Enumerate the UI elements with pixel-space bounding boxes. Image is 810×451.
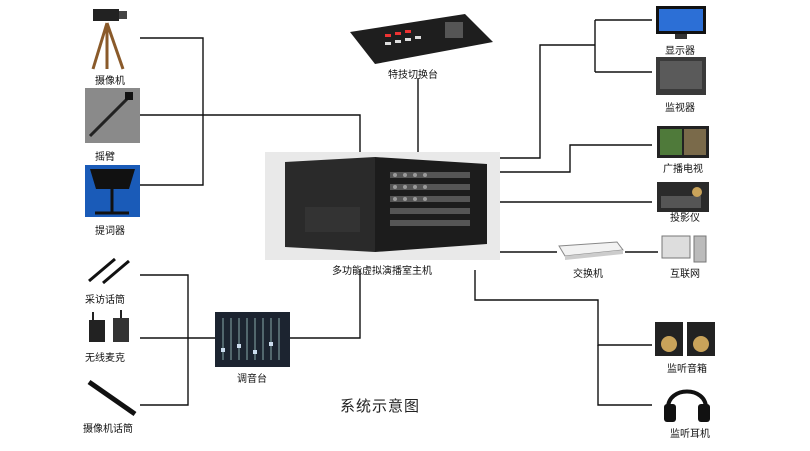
prompter-device: [85, 165, 140, 221]
prompter-icon: [85, 165, 140, 217]
wireless-mic-label: 无线麦克: [85, 353, 125, 364]
switcher-device: [345, 12, 495, 71]
network-switch-icon: [558, 241, 624, 260]
speakers-device: [655, 320, 717, 362]
camera-mic-label: 摄像机话筒: [83, 424, 133, 435]
internet-device: [660, 234, 710, 268]
diagram-title: 系统示意图: [340, 397, 421, 415]
broadcast-tv-icon: [657, 126, 709, 158]
monitor-device: [655, 56, 707, 100]
headphones-icon: [664, 389, 710, 422]
projector-icon: [657, 182, 709, 212]
jib-device: [85, 88, 140, 147]
display-device: [655, 5, 707, 44]
broadcast-tv-device: [657, 126, 709, 162]
computer-icon: [661, 235, 707, 263]
camera-mic-device: [85, 378, 140, 422]
interview-mic-device: [85, 255, 135, 289]
camera-tripod-icon: [91, 9, 127, 70]
wireless-mic-device: [85, 310, 135, 349]
display-icon: [656, 6, 706, 39]
host-label: 多功能虚拟演播室主机: [332, 266, 432, 277]
host-machine: [265, 152, 500, 260]
host-machine-icon: [265, 152, 500, 260]
speakers-label: 监听音箱: [667, 364, 707, 375]
camera-device: [85, 5, 135, 74]
network-switch-label: 交换机: [573, 269, 603, 280]
jib-icon: [85, 88, 140, 143]
projector-label: 投影仪: [670, 213, 700, 224]
prompter-label: 提词器: [95, 226, 125, 237]
switcher-icon: [350, 14, 493, 64]
headphones-device: [662, 378, 712, 427]
mixer-device: [215, 312, 290, 371]
internet-label: 互联网: [670, 269, 700, 280]
camera-mic-icon: [87, 379, 137, 417]
switcher-label: 特技切换台: [388, 70, 438, 81]
network-switch-device: [557, 240, 625, 264]
speaker-icon: [655, 322, 715, 356]
monitor-icon: [656, 57, 706, 95]
camera-label: 摄像机: [95, 76, 125, 87]
monitor-label: 监视器: [665, 103, 695, 114]
mixer-icon: [215, 312, 290, 367]
mixer-label: 调音台: [237, 374, 267, 385]
interview-mic-label: 采访话筒: [85, 295, 125, 306]
headphones-label: 监听耳机: [670, 429, 710, 440]
broadcast-tv-label: 广播电视: [663, 164, 703, 175]
interview-mic-icon: [88, 257, 130, 285]
jib-label: 摇臂: [95, 152, 115, 163]
wireless-mic-icon: [89, 310, 129, 342]
display-label: 显示器: [665, 46, 695, 57]
projector-device: [657, 182, 709, 216]
